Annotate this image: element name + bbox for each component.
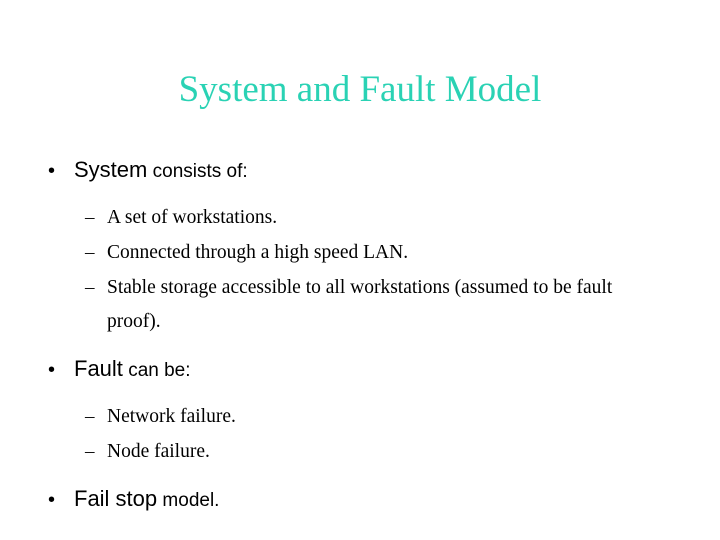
bullet-text-system: System consists of:: [74, 155, 248, 187]
bullet-glyph-icon: •: [48, 489, 56, 511]
sub-item-node-failure: – Node failure.: [48, 435, 688, 469]
sub-item-text: A set of workstations.: [107, 207, 278, 228]
bullet-text-fault: Fault can be:: [74, 354, 191, 386]
dash-glyph-icon: –: [85, 406, 95, 427]
bullet-item-fault: • Fault can be:: [48, 354, 688, 386]
spacer: [48, 470, 688, 484]
bullet-rest-fault: can be:: [122, 360, 191, 381]
bullet-item-system: • System consists of:: [48, 155, 688, 187]
bullet-glyph-icon: •: [48, 160, 56, 182]
page-title: System and Fault Model: [178, 69, 542, 110]
bullet-text-fail-stop: Fail stop model.: [74, 484, 219, 516]
bullet-keyword-system: System: [74, 157, 148, 182]
slide-body: • System consists of: – A set of worksta…: [48, 155, 688, 520]
sub-item-text: Connected through a high speed LAN.: [107, 242, 409, 263]
sub-item-workstations: – A set of workstations.: [48, 201, 688, 235]
dash-glyph-icon: –: [85, 277, 95, 298]
bullet-keyword-fail-stop: Fail stop: [74, 486, 158, 511]
bullet-keyword-fault: Fault: [74, 356, 123, 381]
sub-item-text: Stable storage accessible to all worksta…: [107, 277, 613, 332]
bullet-rest-fail-stop: model.: [157, 490, 220, 511]
bullet-rest-system: consists of:: [147, 161, 248, 182]
sub-item-lan: – Connected through a high speed LAN.: [48, 236, 688, 270]
dash-glyph-icon: –: [85, 242, 95, 263]
sub-item-stable-storage: – Stable storage accessible to all works…: [48, 271, 688, 339]
sub-item-text: Node failure.: [107, 441, 210, 462]
spacer: [48, 390, 688, 400]
bullet-glyph-icon: •: [48, 359, 56, 381]
bullet-item-fail-stop: • Fail stop model.: [48, 484, 688, 516]
sub-item-network-failure: – Network failure.: [48, 400, 688, 434]
sub-item-text: Network failure.: [107, 406, 236, 427]
dash-glyph-icon: –: [85, 441, 95, 462]
spacer: [48, 340, 688, 354]
spacer: [48, 191, 688, 201]
dash-glyph-icon: –: [85, 207, 95, 228]
